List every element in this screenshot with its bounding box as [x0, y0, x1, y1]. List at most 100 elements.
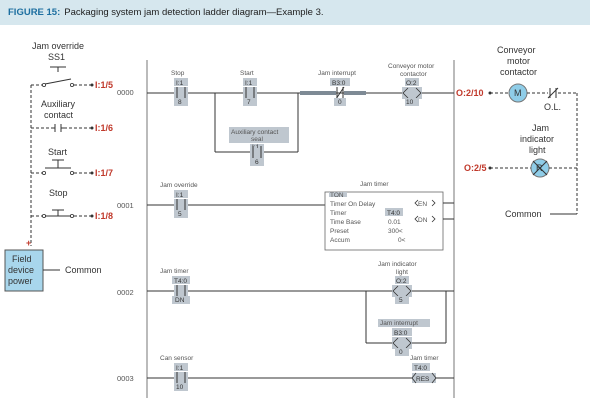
timer-label: Timer: [330, 210, 347, 217]
rung-0002: 0002 Jam timer T4:0 DN Jam indicator lig…: [117, 261, 454, 356]
accum-label: Accum: [330, 237, 350, 244]
time-base-label: Time Base: [330, 219, 361, 226]
conveyor-address: O:2/10: [456, 88, 484, 98]
aux-contact-label: Auxiliary: [41, 99, 76, 109]
light-name-1: Jam indicator: [378, 261, 417, 268]
dn-contact-name: Jam timer: [160, 268, 189, 275]
dn-output: DN: [418, 217, 428, 224]
jam-interrupt-coil: Jam interrupt B3:0 0: [378, 319, 430, 356]
jam-interrupt-addr: B3:0: [332, 80, 346, 87]
interrupt-addr: B3:0: [394, 330, 408, 337]
power-label-2: device: [8, 265, 34, 275]
rung-number-0: 0000: [117, 88, 134, 97]
en-output: EN: [418, 201, 427, 208]
power-label-3: power: [8, 276, 33, 286]
input-wiring: Jam override SS1 I:1/5 Auxiliary contact…: [4, 41, 113, 292]
timer-title: Jam timer: [360, 181, 389, 188]
jam-indicator-coil: Jam indicator light O:2 5: [378, 261, 417, 304]
figure-caption: FIGURE 15: Packaging system jam detectio…: [0, 0, 590, 25]
stop-contact: Stop I:1 8: [171, 70, 188, 106]
light-addr: O:2: [396, 278, 407, 285]
stop-contact-name: Stop: [171, 70, 185, 77]
plus-sign: +: [26, 238, 31, 248]
timer-desc: Timer On Delay: [330, 201, 376, 208]
dn-contact-bit: DN: [175, 297, 185, 304]
overload-label: O.L.: [544, 102, 561, 112]
coil-addr: O:2: [406, 80, 417, 87]
start-contact-bit: 7: [247, 99, 251, 106]
aux-contact-label-2: contact: [44, 110, 74, 120]
jam-override-address: I:1/5: [95, 80, 113, 90]
reset-name: Jam timer: [410, 355, 439, 362]
jam-override-contact: Jam override I:1 5: [160, 182, 198, 218]
override-bit: 5: [178, 211, 182, 218]
jam-override-label: Jam override: [32, 41, 84, 51]
figure-number: FIGURE 15:: [8, 7, 61, 18]
seal-name-1: Auxiliary contact: [231, 129, 279, 136]
rung-number-2: 0002: [117, 288, 134, 297]
rung-number-1: 0001: [117, 201, 134, 210]
motor-letter: M: [514, 88, 522, 98]
coil-name-1: Conveyor motor: [388, 63, 435, 70]
seal-name-2: seal: [251, 136, 263, 143]
field-device-power-box: [4, 249, 44, 292]
rung-0000: 0000 Stop I:1 8 Start I:1 7 Jam interrup…: [117, 63, 454, 166]
jam-interrupt-name: Jam interrupt: [318, 70, 356, 77]
ladder-diagram: Jam override SS1 I:1/5 Auxiliary contact…: [4, 41, 578, 398]
rung-0001: 0001 Jam override I:1 5 Jam timer TON Ti…: [117, 181, 454, 251]
can-sensor-addr: I:1: [176, 365, 184, 372]
output-wiring: Conveyor motor contactor O:2/10 M O.L. J…: [456, 45, 578, 219]
interrupt-bit: 0: [399, 349, 403, 356]
jam-override-tag: SS1: [48, 52, 65, 62]
seal-addr: I:1: [252, 144, 260, 151]
jam-interrupt-contact: Jam interrupt B3:0 0: [300, 70, 366, 106]
coil-name-2: contactor: [400, 71, 428, 78]
start-address: I:1/7: [95, 168, 113, 178]
start-contact: Start I:1 7: [240, 70, 257, 106]
indicator-label-3: light: [529, 145, 546, 155]
common-label-right: Common: [505, 209, 542, 219]
can-sensor-contact: Can sensor I:1 10: [160, 355, 194, 391]
stop-contact-bit: 8: [178, 99, 182, 106]
indicator-address: O:2/5: [464, 163, 487, 173]
seal-bit: 6: [255, 159, 259, 166]
indicator-label-1: Jam: [532, 123, 549, 133]
rung-number-3: 0003: [117, 374, 134, 383]
jam-interrupt-bit: 0: [338, 99, 342, 106]
light-name-2: light: [396, 269, 408, 276]
dn-contact-addr: T4:0: [174, 278, 187, 285]
start-contact-addr: I:1: [245, 80, 253, 87]
common-label-left: Common: [65, 265, 102, 275]
stop-contact-addr: I:1: [176, 80, 184, 87]
aux-contact-address: I:1/6: [95, 123, 113, 133]
indicator-label-2: indicator: [520, 134, 554, 144]
override-name: Jam override: [160, 182, 198, 189]
time-base-value: 0.01: [388, 219, 401, 226]
timer-reset-coil: Jam timer T4:0 RES: [410, 355, 439, 384]
stop-label: Stop: [49, 188, 68, 198]
conveyor-label-1: Conveyor: [497, 45, 536, 55]
stop-address: I:1/8: [95, 211, 113, 221]
can-sensor-bit: 10: [176, 384, 184, 391]
preset-label: Preset: [330, 228, 349, 235]
can-sensor-name: Can sensor: [160, 355, 194, 362]
jam-timer-dn-contact: Jam timer T4:0 DN: [160, 268, 190, 304]
aux-seal-contact: Auxiliary contact seal I:1 6: [229, 127, 289, 166]
ton-timer-block: Jam timer TON Timer On Delay Timer T4:0 …: [324, 181, 454, 251]
figure-title: Packaging system jam detection ladder di…: [64, 7, 324, 18]
start-contact-name: Start: [240, 70, 254, 77]
preset-value: 300<: [388, 228, 403, 235]
override-addr: I:1: [176, 192, 184, 199]
rung-0003: 0003 Can sensor I:1 10 Jam timer T4:0 RE…: [117, 355, 454, 391]
conveyor-label-2: motor: [507, 56, 530, 66]
conveyor-motor-coil: Conveyor motor contactor O:2 10: [388, 63, 435, 106]
accum-value: 0<: [398, 237, 406, 244]
start-label: Start: [48, 147, 68, 157]
conveyor-label-3: contactor: [500, 67, 537, 77]
reset-text: RES: [416, 376, 430, 383]
power-label-1: Field: [12, 254, 32, 264]
timer-type: TON: [330, 192, 344, 199]
reset-addr: T4:0: [414, 365, 427, 372]
timer-value: T4:0: [387, 210, 400, 217]
coil-bit: 10: [406, 99, 414, 106]
